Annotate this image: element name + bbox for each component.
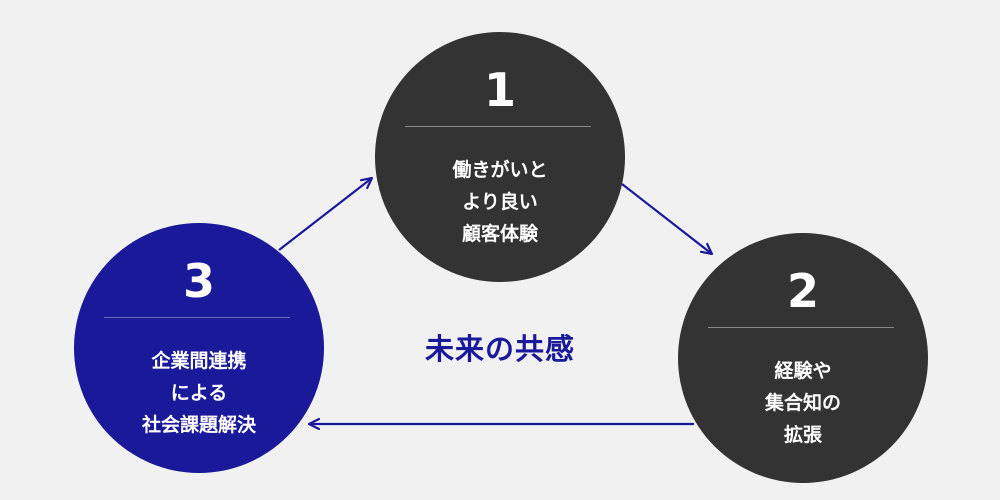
step-3-divider (104, 317, 290, 318)
center-title: 未来の共感 (424, 332, 575, 366)
step-3-circle: 3 企業間連携 による 社会課題解決 (74, 223, 324, 473)
step-3-number: 3 (182, 254, 215, 308)
step-1-number: 1 (483, 63, 516, 117)
step-3-line-2: による (170, 382, 228, 404)
step-2-circle: 2 経験や 集合知の 拡張 (678, 233, 928, 483)
step-3-text: 企業間連携 による 社会課題解決 (74, 345, 324, 441)
step-2-line-3: 拡張 (783, 424, 822, 446)
step-2-text: 経験や 集合知の 拡張 (678, 355, 928, 451)
arrow-1-to-2 (621, 183, 712, 254)
arrow-3-to-1 (278, 178, 372, 251)
step-1-text: 働きがいと より良い 顧客体験 (375, 154, 625, 250)
step-1-divider (405, 126, 591, 127)
step-3-line-1: 企業間連携 (151, 350, 247, 372)
step-2-line-2: 集合知の (764, 392, 841, 414)
step-2-number: 2 (786, 264, 819, 318)
step-2-divider (708, 327, 894, 328)
step-2-line-1: 経験や (774, 360, 832, 382)
step-1-line-1: 働きがいと (452, 159, 548, 181)
step-1-line-3: 顧客体験 (461, 223, 538, 245)
step-1-line-2: より良い (462, 191, 538, 213)
step-3-line-3: 社会課題解決 (141, 414, 256, 436)
step-1-circle: 1 働きがいと より良い 顧客体験 (375, 32, 625, 282)
